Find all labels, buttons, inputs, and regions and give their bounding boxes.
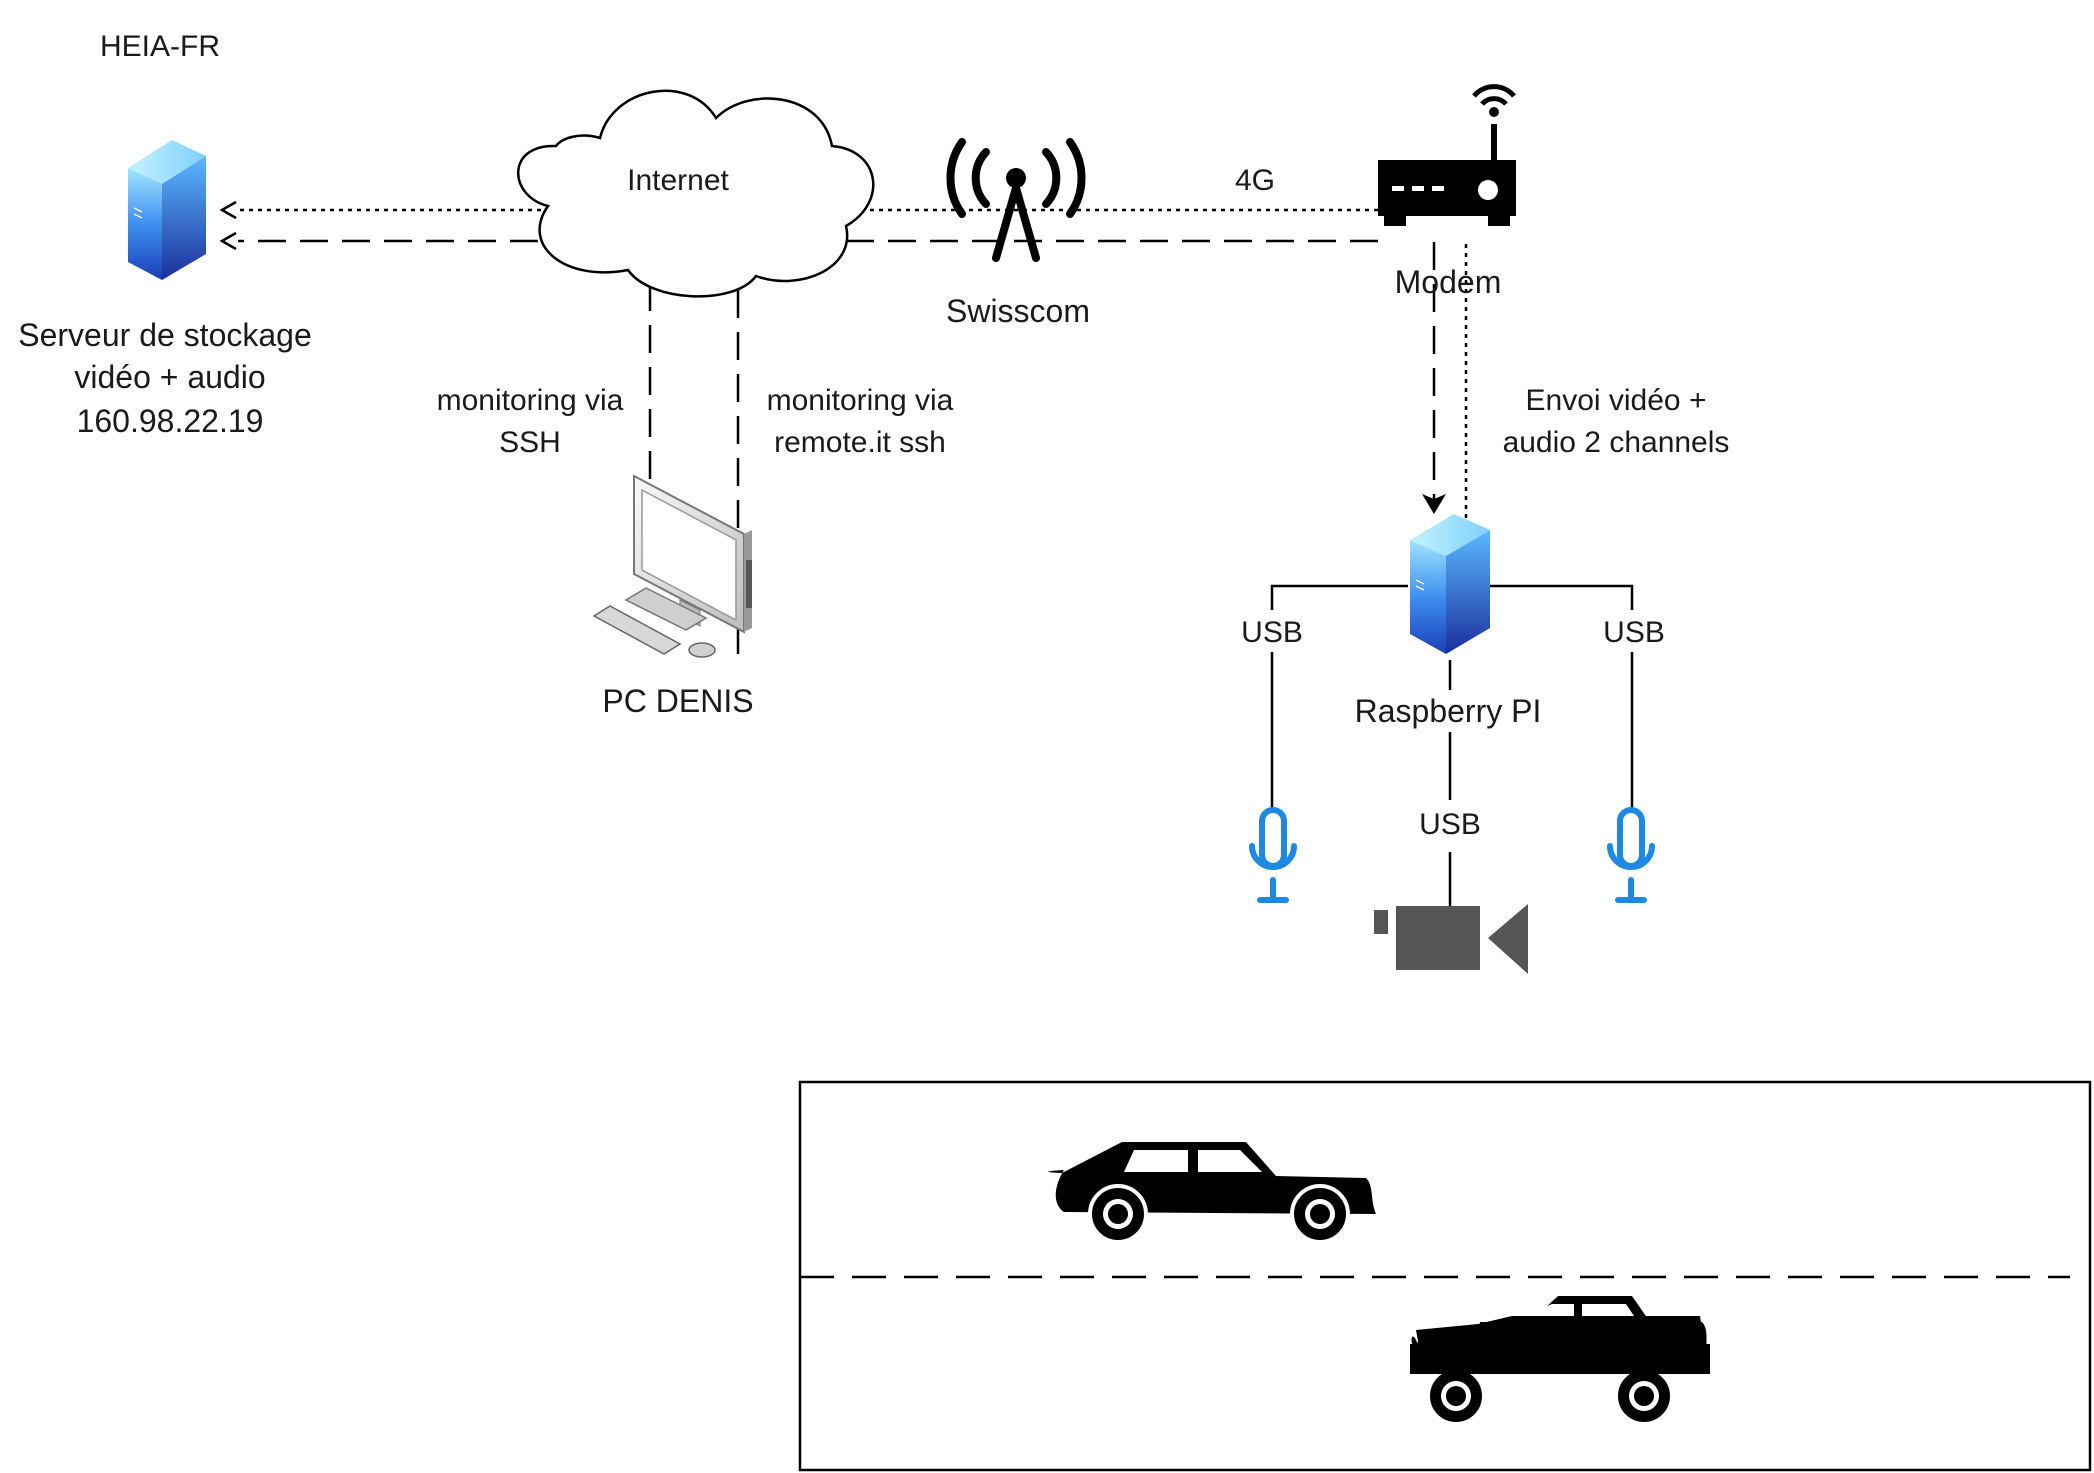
monitoring-ssh-line1: monitoring via	[437, 384, 624, 417]
usb-label-camera: USB	[1419, 808, 1481, 841]
server-label-line2: vidéo + audio	[74, 359, 265, 395]
link-4g-label: 4G	[1235, 164, 1275, 197]
cloud-icon	[517, 89, 875, 298]
usb-label-left: USB	[1241, 616, 1303, 649]
microphone-left-icon	[1249, 807, 1297, 903]
car-bottom-icon	[1410, 1296, 1710, 1426]
usb-wire-left	[1270, 584, 1408, 610]
arrowhead-bottom-server	[219, 231, 237, 251]
upload-label-line1: Envoi vidéo +	[1526, 384, 1707, 417]
modem-label: Modem	[1395, 264, 1502, 300]
upload-label-line2: audio 2 channels	[1503, 426, 1730, 459]
server-icon	[128, 140, 206, 280]
server-label-line1: Serveur de stockage	[18, 317, 312, 353]
site-label: HEIA-FR	[100, 30, 220, 63]
car-top-icon	[1048, 1142, 1376, 1244]
microphone-right-icon	[1607, 807, 1655, 903]
arrowhead-top-server	[219, 200, 237, 220]
raspberry-label: Raspberry PI	[1355, 693, 1542, 729]
desktop-computer-icon	[592, 474, 752, 658]
arrowhead-raspberry	[1422, 494, 1446, 514]
antenna-label: Swisscom	[946, 293, 1090, 329]
monitoring-ssh-line2: SSH	[499, 426, 561, 459]
monitoring-remoteit-line1: monitoring via	[767, 384, 954, 417]
video-camera-icon	[1374, 904, 1528, 974]
raspberry-server-icon	[1410, 514, 1490, 654]
cloud-label: Internet	[627, 164, 729, 197]
monitoring-remoteit-line2: remote.it ssh	[774, 426, 946, 459]
usb-label-right: USB	[1603, 616, 1665, 649]
server-ip-label: 160.98.22.19	[77, 403, 264, 439]
usb-wire-right	[1490, 584, 1634, 610]
router-icon	[1378, 84, 1516, 226]
pc-label: PC DENIS	[602, 683, 753, 719]
antenna-icon	[946, 138, 1086, 262]
